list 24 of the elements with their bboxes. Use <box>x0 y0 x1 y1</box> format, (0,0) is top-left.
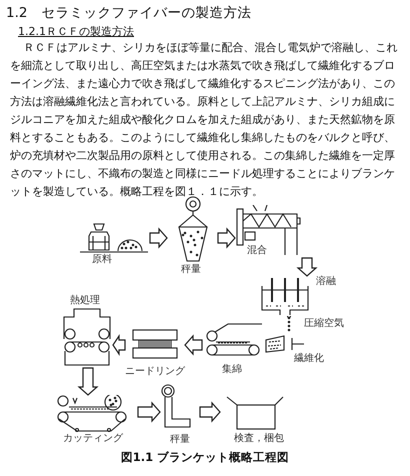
block-arrow <box>77 367 99 396</box>
step-label: 原料 <box>92 254 112 266</box>
body-paragraph: ＲＣＦはアルミナ、シリカをほぼ等量に配合、混合し電気炉で溶融し、これを細流として取り出し、高圧空気または水蒸気で吹き飛ばして繊維化するブローイング法、また遠心力で吹き飛ばして繊維化するスピニング法があり、この方法は溶融繊維化法と言われている。原料として上記アルミナ、シリカ組成にジルコニアを加えた組成や酸化クロムを加えた組成があり、また天然鉱物を原料とすることもある。このようにして繊維化し集綿したものをバルクと呼び、炉の充填材や二次製品用の原料として使用される。この集綿した繊維を一定厚さのマットにし、不織布の製造と同様にニードル処理することによりブランケットを製造している。概略工程を図１．１に示す。 <box>10 40 398 200</box>
block-arrow <box>199 401 221 423</box>
block-arrow <box>296 257 318 277</box>
step-label: 混合 <box>247 245 267 257</box>
block-arrow <box>217 227 236 249</box>
step-label: 熱処理 <box>70 295 100 307</box>
block-arrow <box>149 227 168 249</box>
step-label: 秤量 <box>181 264 201 276</box>
figure-caption: 図1.1 ブランケット概略工程図 <box>120 450 290 465</box>
step-label: カッティング <box>63 433 123 445</box>
step-label: 検査，梱包 <box>234 433 284 445</box>
step-label: 集綿 <box>222 364 242 376</box>
step-label: 溶融 <box>316 276 336 288</box>
section-heading: 1.2 セラミックファイバーの製造方法 <box>6 4 252 22</box>
step-label: ニードリング <box>125 366 185 378</box>
step-label: 秤量 <box>170 434 190 446</box>
step-label: 繊維化 <box>294 353 324 365</box>
block-arrow <box>137 401 161 423</box>
step-label: 圧縮空気 <box>304 318 344 330</box>
block-arrow <box>112 334 126 356</box>
subsection-heading: 1.2.1ＲＣＦの製造方法 <box>18 24 134 39</box>
block-arrow <box>184 334 203 356</box>
